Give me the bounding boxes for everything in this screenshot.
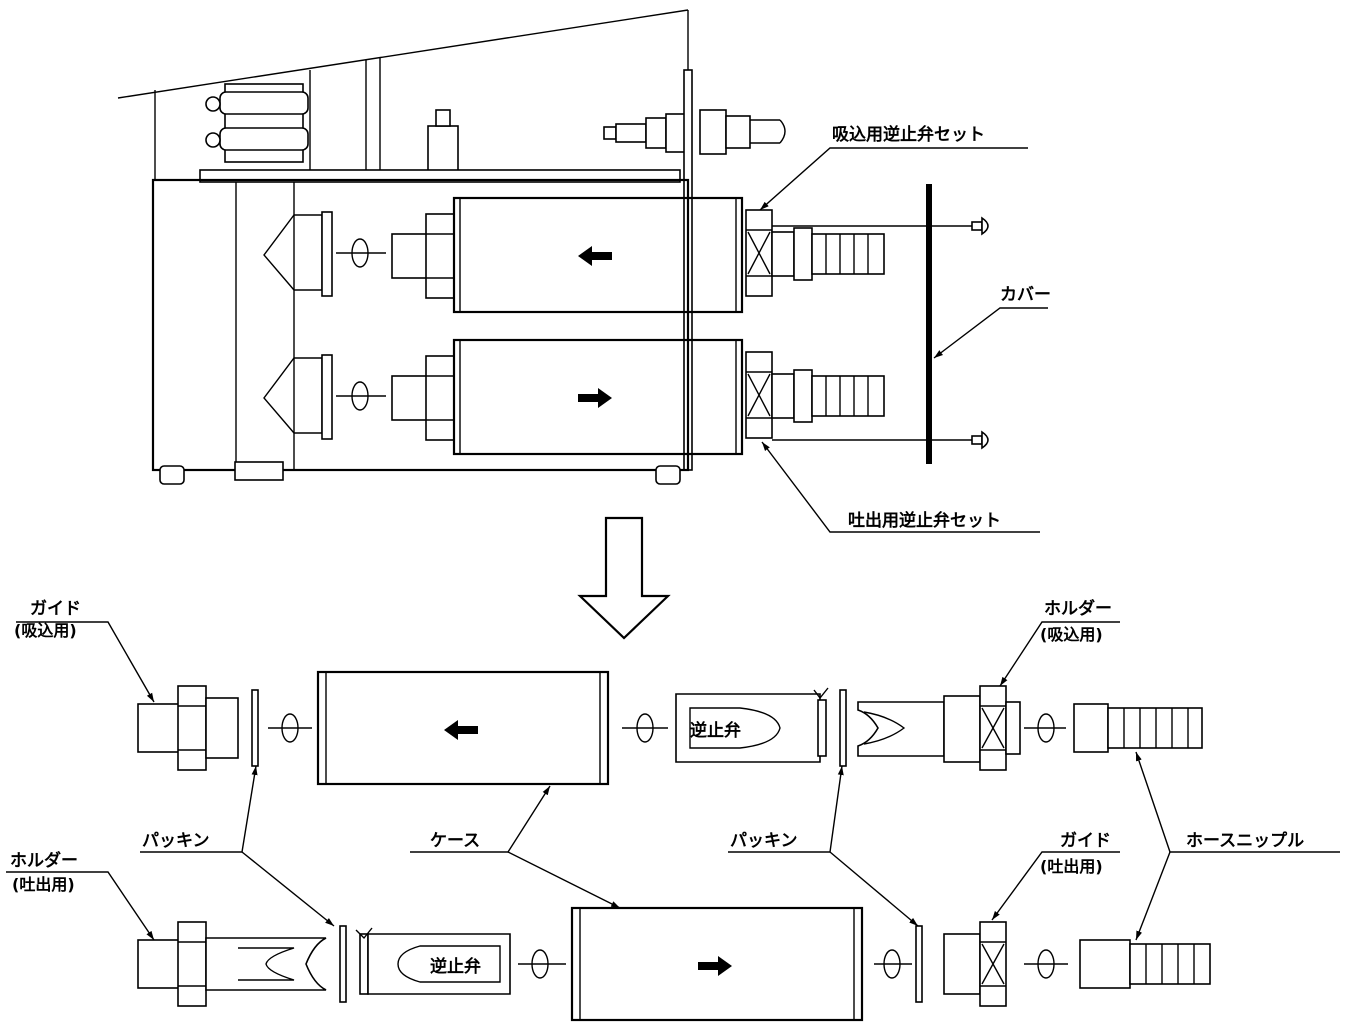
discharge-check-valve-set-label: 吐出用逆止弁セット (848, 510, 1001, 531)
o-ring-symbol (336, 238, 386, 411)
guide-discharge-label: ガイド (1060, 831, 1111, 851)
case-label: ケース (430, 831, 480, 851)
suction-valve-assembly (391, 196, 885, 314)
holder-discharge-label: ホルダー (10, 850, 78, 871)
down-arrow-icon (577, 516, 671, 640)
holder-suction-sub-label: (吸込用) (1040, 625, 1103, 644)
discharge-exploded-row (137, 906, 1211, 1022)
cover-plate (772, 184, 989, 464)
flow-arrow-left-icon (578, 246, 612, 266)
packing-right-label: パッキン (730, 831, 798, 851)
check-valve-bottom-label: 逆止弁 (430, 956, 481, 977)
top-leaders (759, 147, 1048, 533)
check-valve-top-label: 逆止弁 (690, 720, 741, 741)
pump-assembly (117, 9, 989, 485)
guide-discharge-sub-label: (吐出用) (1040, 857, 1103, 876)
guide-suction-sub-label: (吸込用) (14, 621, 77, 640)
suction-check-valve-set-label: 吸込用逆止弁セット (832, 124, 985, 145)
suction-exploded-row (137, 670, 1203, 786)
guide-suction-label: ガイド (30, 599, 81, 619)
flow-arrow-right-icon (578, 388, 612, 408)
holder-discharge-sub-label: (吐出用) (12, 875, 75, 894)
discharge-valve-assembly (391, 338, 885, 456)
bottom-leaders (6, 621, 1340, 941)
hose-nipple-label: ホースニップル (1186, 830, 1304, 851)
packing-left-label: パッキン (142, 831, 210, 851)
cover-label: カバー (1000, 285, 1051, 305)
holder-suction-label: ホルダー (1044, 598, 1112, 619)
